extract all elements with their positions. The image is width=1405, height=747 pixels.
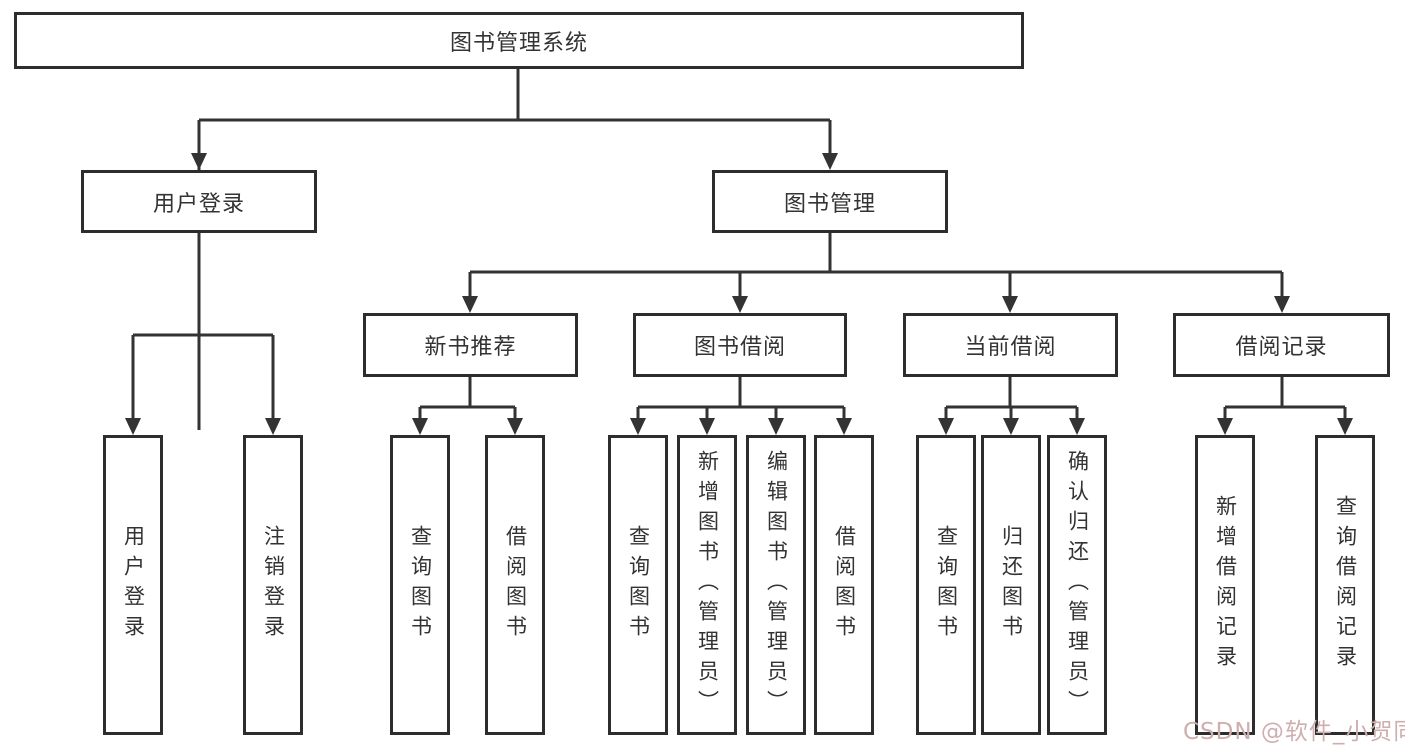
node-label: 图书管理 bbox=[783, 191, 876, 217]
node-label: 用户登录 bbox=[152, 191, 245, 217]
arrowhead bbox=[1003, 418, 1019, 435]
node-new-book-recommend: 新书推荐 bbox=[363, 313, 578, 377]
node-book-management: 图书管理 bbox=[712, 170, 948, 233]
node-label: 借阅记录 bbox=[1235, 335, 1328, 360]
leaf-add-borrow-record: 新增借阅记录 bbox=[1195, 435, 1255, 735]
leaf-confirm-return-admin: 确认归还（管理员） bbox=[1047, 435, 1107, 735]
node-label: 用户登录 bbox=[121, 525, 146, 645]
arrowhead bbox=[822, 153, 838, 170]
arrowhead bbox=[265, 418, 281, 435]
node-label: 图书借阅 bbox=[693, 335, 786, 360]
leaf-query-book-3: 查询图书 bbox=[916, 435, 976, 735]
leaf-return-book: 归还图书 bbox=[981, 435, 1041, 735]
node-label: 确认归还（管理员） bbox=[1065, 450, 1090, 720]
node-label: 借阅图书 bbox=[832, 525, 857, 645]
arrowhead bbox=[1002, 296, 1018, 313]
node-user-login: 用户登录 bbox=[81, 170, 317, 233]
leaf-edit-book-admin: 编辑图书（管理员） bbox=[746, 435, 806, 735]
arrowhead bbox=[1217, 418, 1233, 435]
arrowhead bbox=[462, 296, 478, 313]
arrowhead bbox=[191, 153, 207, 170]
node-book-borrow: 图书借阅 bbox=[633, 313, 847, 377]
arrowhead bbox=[768, 418, 784, 435]
connector-book-borrow-children bbox=[630, 377, 852, 435]
connector-user-login-children bbox=[125, 233, 281, 435]
node-borrow-record: 借阅记录 bbox=[1173, 313, 1390, 377]
arrowhead bbox=[938, 418, 954, 435]
arrowhead bbox=[732, 296, 748, 313]
arrowhead bbox=[507, 418, 523, 435]
arrowhead bbox=[125, 418, 141, 435]
node-label: 查询图书 bbox=[934, 525, 959, 645]
connector-current-borrow-children bbox=[938, 377, 1085, 435]
leaf-query-borrow-record: 查询借阅记录 bbox=[1315, 435, 1375, 735]
node-label: 查询图书 bbox=[408, 525, 433, 645]
node-label: 借阅图书 bbox=[503, 525, 528, 645]
node-label: 图书管理系统 bbox=[449, 30, 588, 56]
node-label: 新书推荐 bbox=[424, 335, 517, 360]
node-label: 当前借阅 bbox=[964, 335, 1057, 360]
node-label: 查询借阅记录 bbox=[1333, 495, 1358, 675]
arrowhead bbox=[1069, 418, 1085, 435]
leaf-borrow-book-1: 借阅图书 bbox=[485, 435, 545, 735]
node-label: 注销登录 bbox=[261, 525, 286, 645]
arrowhead bbox=[412, 418, 428, 435]
node-label: 归还图书 bbox=[999, 525, 1024, 645]
node-label: 编辑图书（管理员） bbox=[764, 450, 789, 720]
leaf-add-book-admin: 新增图书（管理员） bbox=[677, 435, 737, 735]
csdn-watermark: CSDN @软件_小贺同学 bbox=[1183, 719, 1405, 745]
leaf-user-login: 用户登录 bbox=[103, 435, 163, 735]
arrowhead bbox=[699, 418, 715, 435]
leaf-borrow-book-2: 借阅图书 bbox=[814, 435, 874, 735]
arrowhead bbox=[1337, 418, 1353, 435]
leaf-logout: 注销登录 bbox=[243, 435, 303, 735]
node-label: 新增图书（管理员） bbox=[695, 450, 720, 720]
arrowhead bbox=[836, 418, 852, 435]
node-label: 新增借阅记录 bbox=[1213, 495, 1238, 675]
connector-new-book-children bbox=[412, 377, 523, 435]
node-label: 查询图书 bbox=[626, 525, 651, 645]
leaf-query-book-1: 查询图书 bbox=[390, 435, 450, 735]
arrowhead bbox=[1274, 296, 1290, 313]
connector-borrow-record-children bbox=[1217, 377, 1353, 435]
node-current-borrow: 当前借阅 bbox=[903, 313, 1118, 377]
node-library-system: 图书管理系统 bbox=[14, 12, 1024, 69]
arrowhead bbox=[630, 418, 646, 435]
leaf-query-book-2: 查询图书 bbox=[608, 435, 668, 735]
connector-book-mgmt-to-level3 bbox=[462, 233, 1290, 313]
